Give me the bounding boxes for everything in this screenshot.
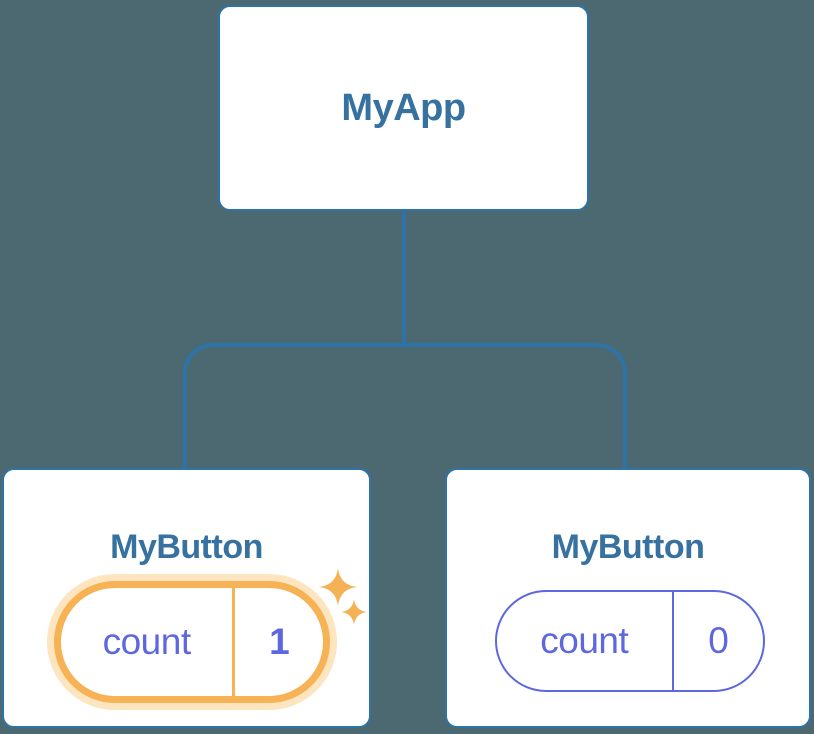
state-pill-highlighted: count 1 <box>54 581 330 703</box>
node-myapp: MyApp <box>218 5 589 211</box>
node-mybutton-updated: MyButton count 1 <box>2 468 371 728</box>
state-pill: count 0 <box>495 590 765 692</box>
node-label: MyApp <box>341 86 466 129</box>
state-value: 1 <box>269 621 290 662</box>
connector-stem <box>402 209 406 347</box>
node-mybutton-default: MyButton count 0 <box>445 468 811 728</box>
node-label: MyButton <box>110 528 263 566</box>
state-key: count <box>497 592 674 690</box>
state-key: count <box>61 588 236 696</box>
sparkle-icon <box>341 599 367 625</box>
sparkle-icon <box>319 568 357 606</box>
node-label: MyButton <box>551 528 705 566</box>
connector-branch <box>183 343 627 470</box>
state-value: 0 <box>708 620 729 661</box>
